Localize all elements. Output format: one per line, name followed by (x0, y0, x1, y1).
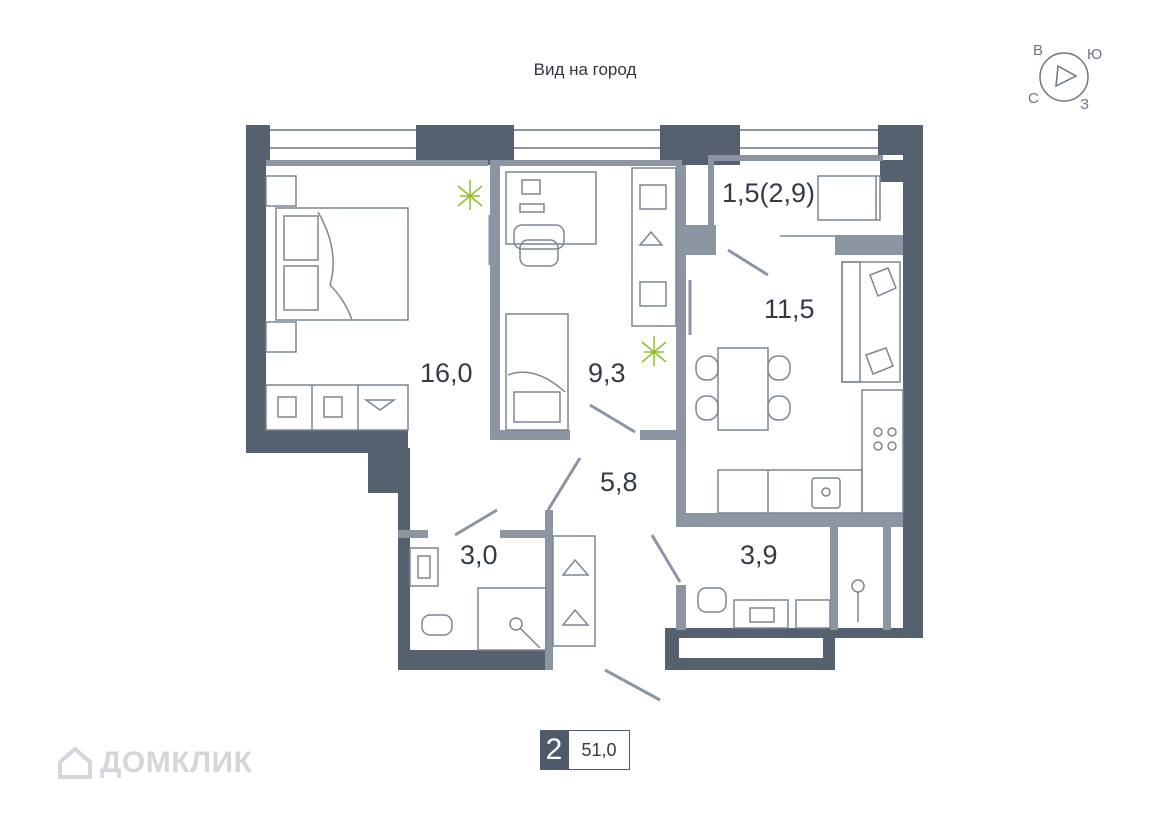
view-caption: Вид на город (533, 60, 637, 79)
compass-label-east: Ю (1087, 46, 1103, 63)
house-icon (58, 746, 92, 779)
compass-label-south: З (1080, 96, 1090, 113)
furniture (265, 167, 904, 651)
room-area-hallway: 5,8 (600, 467, 638, 497)
plant-icon (457, 180, 667, 366)
room-area-bathroom: 3,0 (460, 540, 498, 570)
room-count-badge: 2 (540, 730, 568, 770)
windows (270, 129, 878, 149)
compass-label-west: С (1028, 90, 1039, 107)
room-area-wc-laundry: 3,9 (740, 540, 778, 570)
walls (246, 125, 923, 670)
interior-walls (266, 155, 903, 670)
watermark-text: ДОМКЛИК (100, 746, 253, 779)
room-area-kitchen-living: 11,5 (764, 294, 815, 324)
compass-label-north: В (1033, 42, 1044, 59)
compass-icon (1039, 52, 1089, 102)
total-area-badge: 51,0 (568, 730, 630, 770)
room-area-balcony: 1,5(2,9) (722, 178, 816, 208)
doors (454, 215, 769, 702)
room-area-bedroom: 16,0 (420, 358, 473, 388)
watermark-logo: ДОМКЛИК (56, 746, 252, 780)
room-area-kids-room: 9,3 (588, 358, 626, 388)
